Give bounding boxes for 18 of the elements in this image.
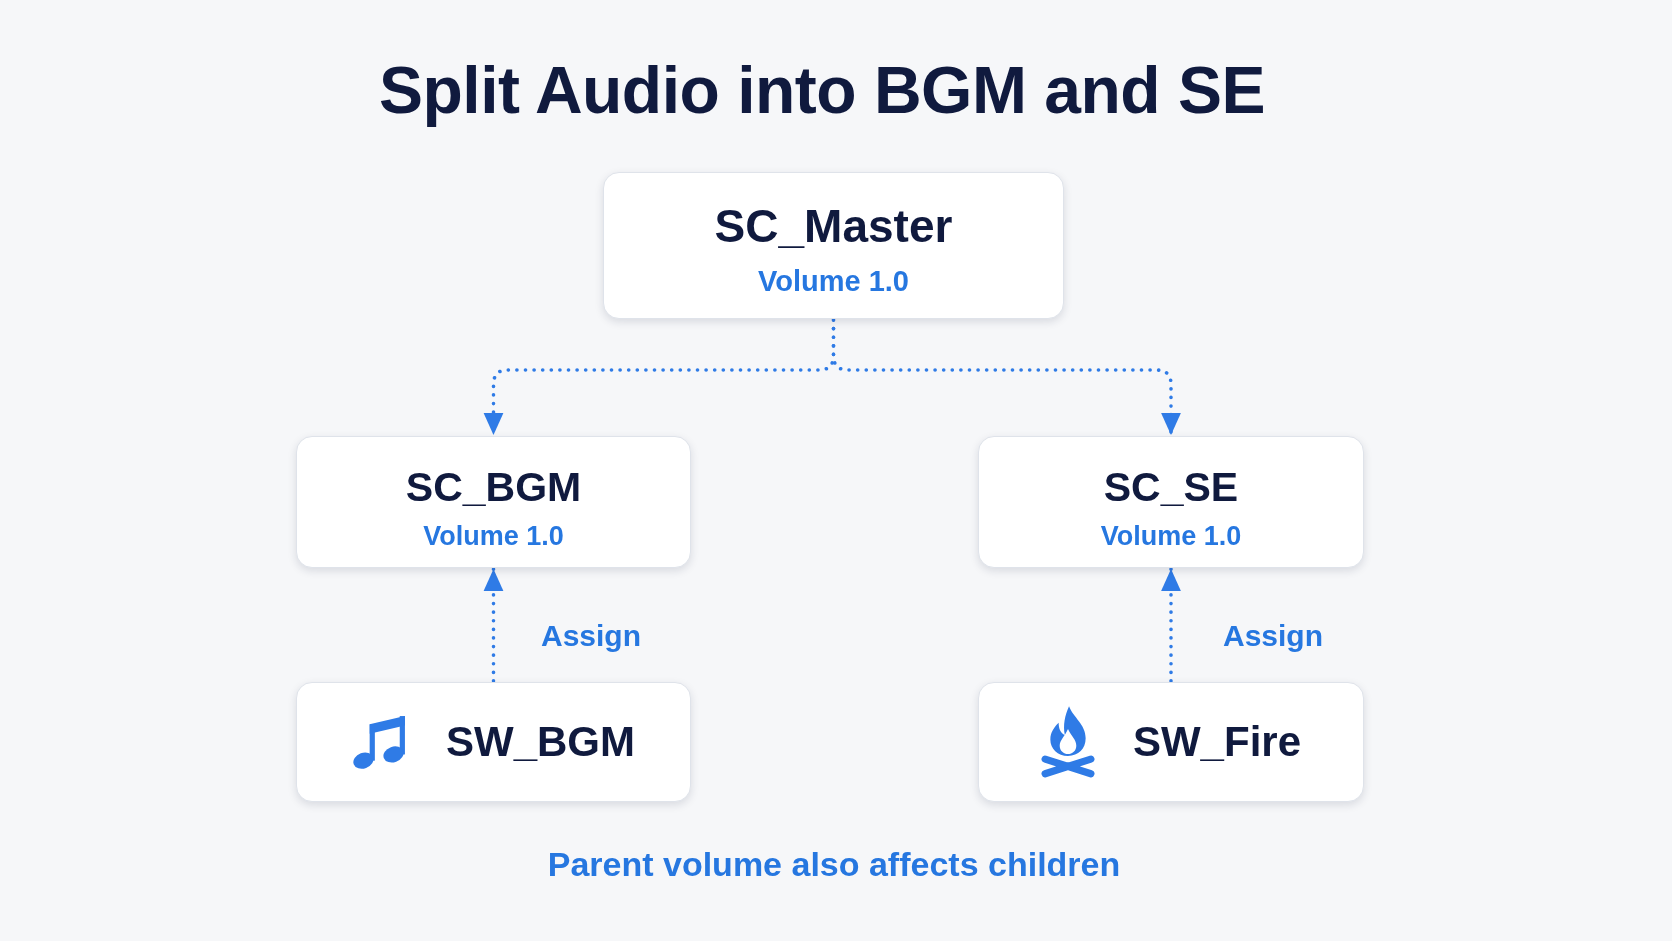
- node-title: SC_BGM: [405, 463, 582, 512]
- dotted-arrow: [483, 567, 504, 683]
- diagram-title: Split Audio into BGM and SE: [378, 56, 1266, 126]
- volume-value: Volume 1.0: [758, 265, 909, 299]
- node-card: [978, 682, 1364, 802]
- volume-value: Volume 1.0: [423, 521, 564, 553]
- node-card: [296, 436, 691, 568]
- caption-text: Parent volume also affects children: [547, 845, 1121, 885]
- volume-value: Volume 1.0: [1100, 521, 1242, 553]
- node-title: SW_BGM: [446, 717, 635, 767]
- dotted-arrow: [831, 318, 1181, 437]
- node-title: SW_Fire: [1132, 717, 1301, 767]
- node-card: [978, 436, 1364, 568]
- node-card: [603, 172, 1064, 319]
- node-title: SC_SE: [1103, 463, 1239, 512]
- dotted-arrow: [1161, 567, 1181, 683]
- node-title: SC_Master: [714, 200, 953, 254]
- node-card: [296, 682, 691, 802]
